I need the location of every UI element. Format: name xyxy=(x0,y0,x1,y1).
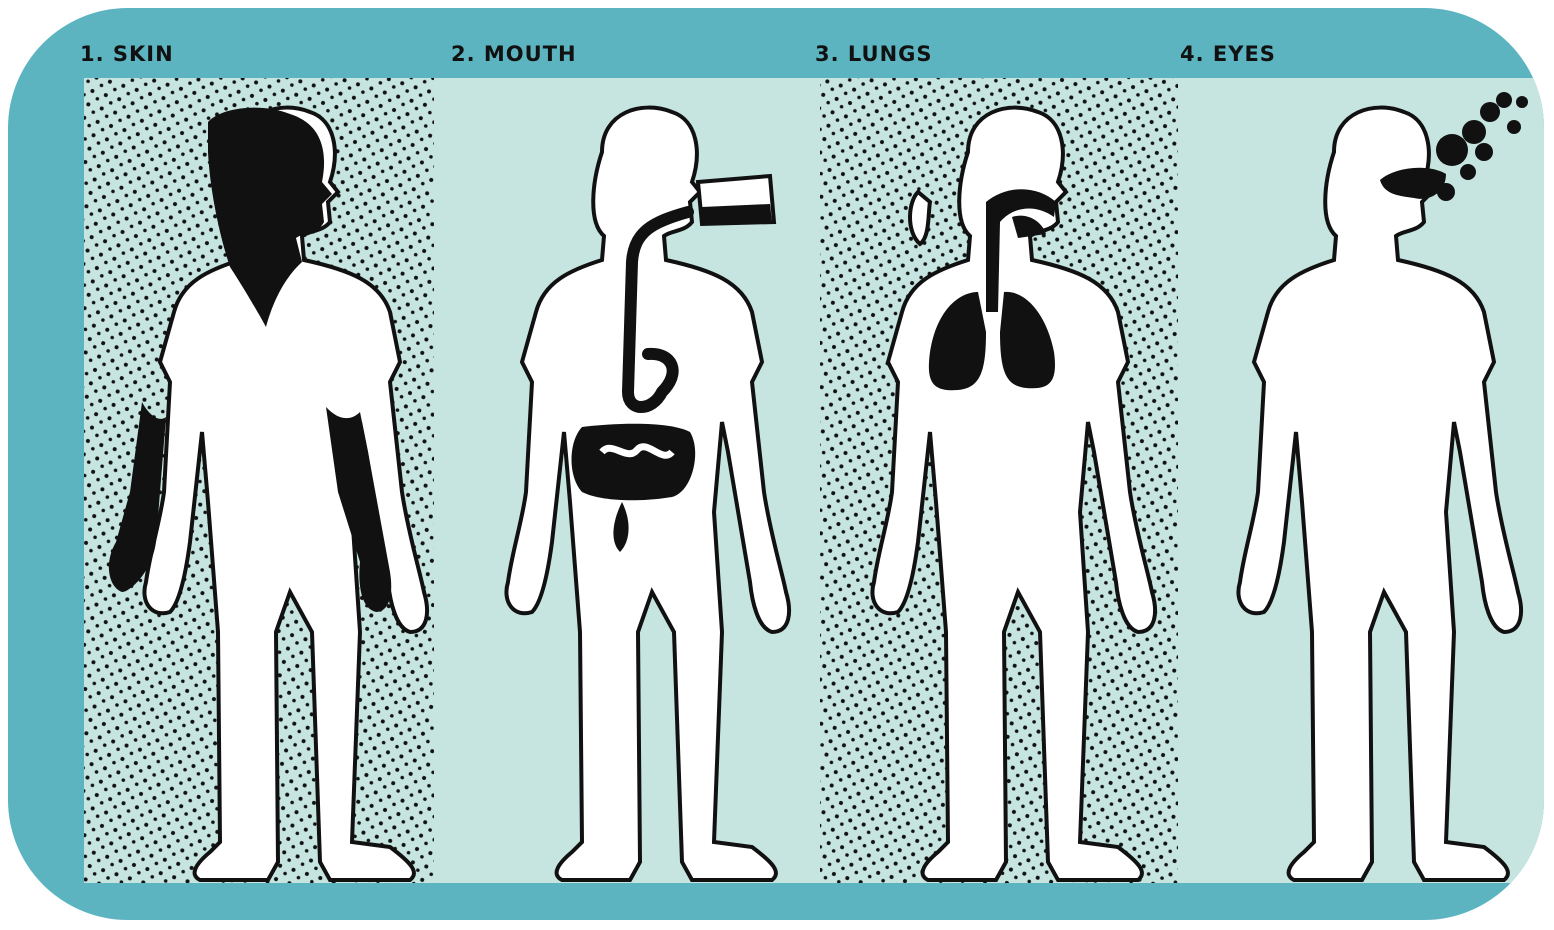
panel-label-eyes: 4. EYES xyxy=(1180,42,1276,66)
panel-label-mouth: 2. MOUTH xyxy=(451,42,577,66)
panel-label-lungs: 3. LUNGS xyxy=(815,42,933,66)
panel-label-skin: 1. SKIN xyxy=(80,42,174,66)
